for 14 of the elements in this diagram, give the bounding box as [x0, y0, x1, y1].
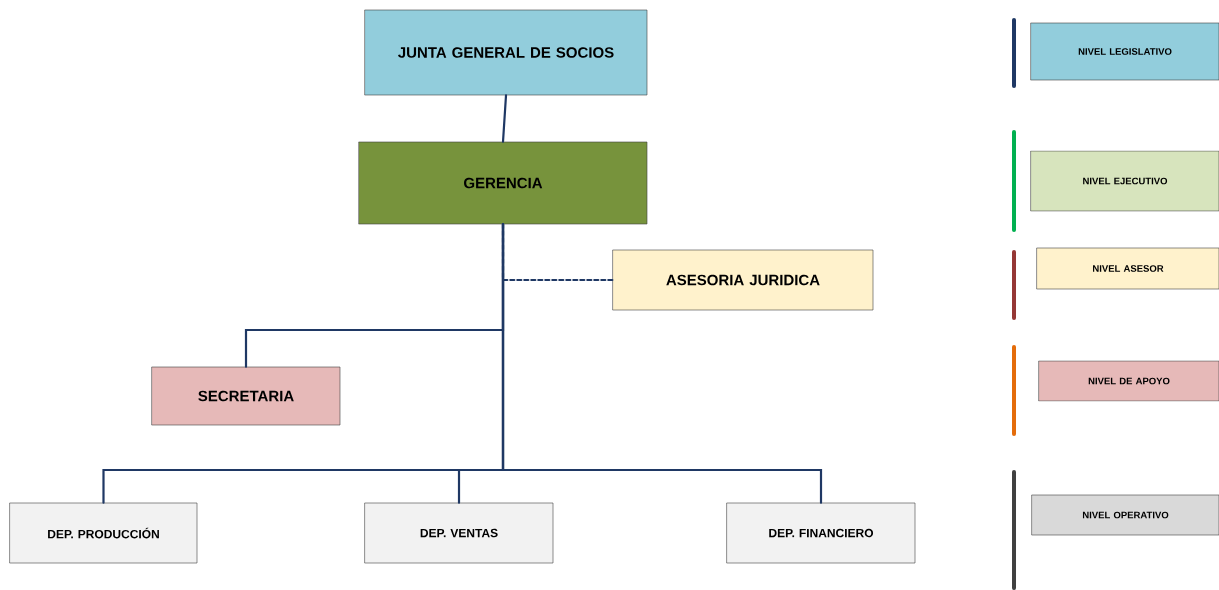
level-box: NIVEL ASESOR [1036, 247, 1219, 290]
org-box: DEP. VENTAS [364, 502, 554, 564]
org-box: JUNTA GENERAL DE SOCIOS [364, 9, 648, 96]
org-box: DEP. PRODUCCIÓN [9, 502, 198, 564]
level-box: NIVEL DE APOYO [1038, 360, 1219, 402]
org-box: ASESORIA JURIDICA [612, 249, 874, 311]
org-box: SECRETARIA [151, 366, 341, 426]
level-box: NIVEL LEGISLATIVO [1030, 22, 1219, 81]
org-box: GERENCIA [358, 141, 648, 225]
connector-line [501, 94, 508, 143]
connector-line [501, 223, 823, 504]
org-box: DEP. FINANCIERO [726, 502, 916, 564]
level-box: NIVEL OPERATIVO [1031, 494, 1219, 536]
level-box: NIVEL EJECUTIVO [1030, 150, 1219, 212]
